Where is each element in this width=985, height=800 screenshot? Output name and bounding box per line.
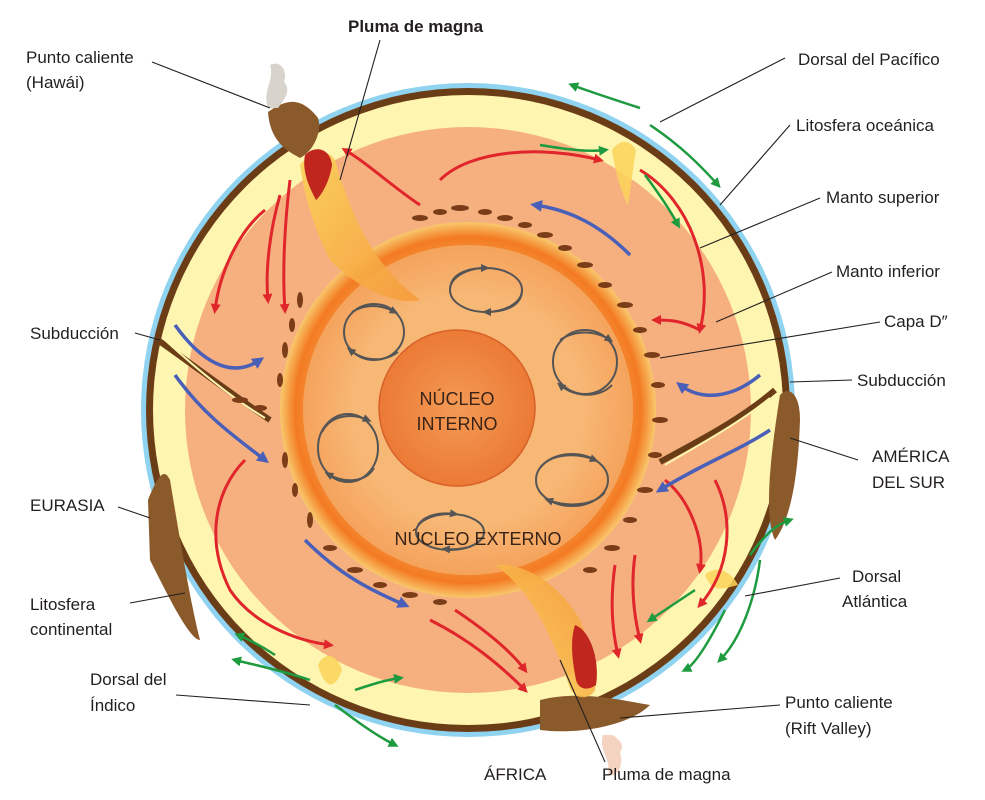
cold-convection-arrows [173, 200, 771, 608]
leader-lines [117, 39, 881, 763]
label-america: AMÉRICA [872, 447, 950, 466]
label-del-sur: DEL SUR [872, 473, 945, 492]
label-litosfera-oceanica: Litosfera oceánica [796, 116, 935, 135]
label-continental: continental [30, 620, 112, 639]
label-dorsal-del: Dorsal del [90, 670, 167, 689]
label-dorsal: Dorsal [852, 567, 901, 586]
smoke-hawaii [266, 63, 288, 108]
label-litosfera: Litosfera [30, 595, 96, 614]
continent-south-america [768, 391, 800, 540]
arrow-core-circulation [351, 305, 399, 314]
arrow-plate-motion [749, 517, 794, 556]
arrow-core-circulation [556, 382, 613, 396]
arrow-core-circulation [482, 289, 523, 316]
arrow-convection-cold [173, 373, 269, 464]
arrow-plate-motion [234, 632, 276, 657]
label-hawai: (Hawái) [26, 73, 85, 92]
arrow-convection-hot [631, 554, 644, 644]
label-rift-valley: (Rift Valley) [785, 719, 872, 738]
arrow-convection-cold [675, 373, 762, 397]
arrow-convection-hot [429, 618, 528, 693]
core-circulation-arrows [317, 264, 618, 554]
arrow-core-circulation [346, 347, 399, 361]
arrow-core-circulation [417, 509, 459, 526]
magma-plume-top [300, 152, 420, 301]
arrow-convection-hot [454, 608, 528, 674]
label-pluma-top: Pluma de magna [348, 17, 484, 36]
arrow-plate-motion [681, 609, 727, 672]
magma-plume-bottom [495, 564, 596, 698]
subduction-slab-right [658, 387, 777, 465]
label-subduccion-left: Subducción [30, 324, 119, 343]
arrow-convection-hot [341, 147, 421, 207]
arrow-convection-hot [639, 168, 707, 334]
arrow-convection-hot [279, 179, 292, 314]
arrow-convection-cold [173, 323, 265, 370]
subduction-slab-left [153, 335, 272, 423]
arrow-convection-hot [262, 194, 282, 304]
arrow-core-circulation [324, 467, 375, 482]
arrow-core-circulation [321, 414, 372, 433]
arrow-convection-hot [651, 315, 701, 332]
label-punto-caliente-hawai: Punto caliente [26, 48, 134, 67]
label-pluma-bottom: Pluma de magna [602, 765, 731, 784]
arrow-plate-motion [649, 123, 721, 188]
arrow-core-circulation [449, 264, 490, 291]
label-capa-d: Capa D″ [884, 312, 948, 331]
arrow-plate-motion [717, 559, 762, 663]
hot-convection-arrows [210, 147, 729, 693]
arrow-plate-motion [643, 174, 680, 229]
arrow-core-circulation [544, 491, 606, 506]
arrow-core-circulation [441, 537, 483, 554]
continent-eurasia [148, 474, 200, 640]
arrow-core-circulation [539, 454, 599, 469]
arrow-plate-motion [539, 143, 609, 156]
arrow-convection-cold [530, 200, 632, 257]
arrow-convection-hot [210, 208, 266, 314]
label-manto-superior: Manto superior [826, 188, 940, 207]
arrow-plate-motion [334, 703, 399, 747]
label-punto-caliente-rift: Punto caliente [785, 693, 893, 712]
label-atlantica: Atlántica [842, 592, 908, 611]
arrow-convection-hot [610, 564, 622, 659]
label-subduccion-right: Subducción [857, 371, 946, 390]
inner-core [378, 329, 536, 487]
label-nucleo-interno-2: INTERNO [417, 414, 498, 434]
arrow-convection-hot [697, 479, 729, 609]
label-dorsal-pacifico: Dorsal del Pacífico [798, 50, 940, 69]
d-layer-blobs [232, 205, 668, 605]
label-nucleo-interno-1: NÚCLEO [419, 388, 494, 409]
ridge-indian-glow [318, 655, 342, 685]
continent-hawaii [268, 101, 320, 158]
arrow-convection-hot [438, 150, 604, 182]
label-africa: ÁFRICA [484, 765, 547, 784]
arrow-convection-hot [664, 478, 706, 574]
arrow-plate-motion [231, 656, 311, 682]
arrow-plate-motion [646, 588, 696, 623]
label-indico: Índico [90, 696, 135, 715]
plume-head-top [304, 149, 332, 200]
ridge-pacific-glow [612, 141, 636, 205]
smoke-rift [601, 735, 623, 776]
plate-motion-arrows [231, 82, 794, 747]
continent-africa [540, 695, 650, 732]
arrow-plate-motion [568, 82, 641, 110]
label-eurasia: EURASIA [30, 496, 105, 515]
arrow-convection-cold [303, 538, 410, 608]
arrow-plate-motion [354, 673, 404, 692]
arrow-convection-hot [214, 458, 334, 650]
plume-head-bottom [572, 625, 597, 689]
arrow-convection-cold [655, 428, 771, 493]
label-nucleo-externo: NÚCLEO EXTERNO [394, 528, 561, 549]
arrow-core-circulation [559, 331, 614, 343]
label-manto-inferior: Manto inferior [836, 262, 940, 281]
